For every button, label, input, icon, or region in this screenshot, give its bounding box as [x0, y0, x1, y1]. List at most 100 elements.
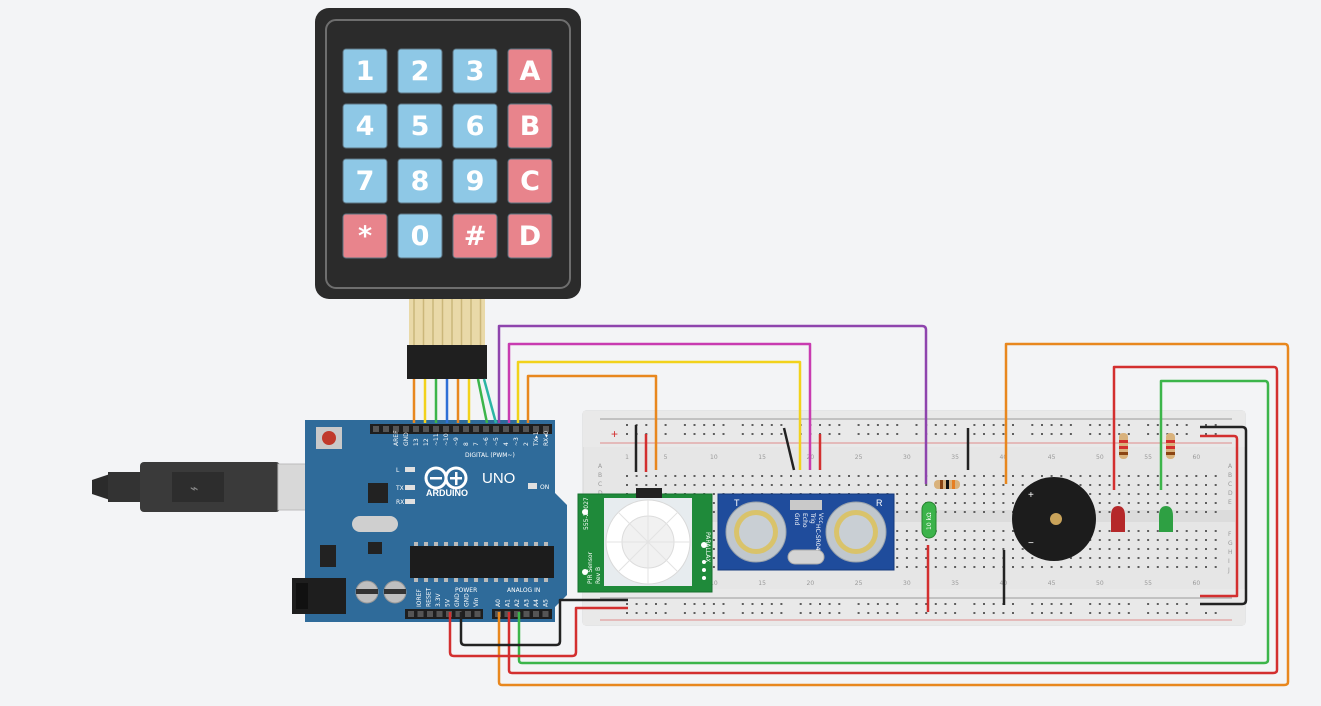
- power-header: [405, 609, 483, 619]
- key-0[interactable]: 0: [397, 213, 443, 259]
- atmega-chip: [410, 546, 554, 578]
- bb-col-number: 15: [758, 580, 766, 587]
- digital-label: DIGITAL (PWM~): [465, 452, 515, 459]
- key-9[interactable]: 9: [452, 158, 498, 204]
- led-red[interactable]: [1111, 506, 1125, 532]
- arduino-logo-icon: [424, 466, 468, 490]
- arduino-brand: ARDUINO: [426, 488, 468, 498]
- us-pin-label: Trig: [809, 512, 816, 524]
- digital-pin-label: ~10: [443, 433, 450, 446]
- key-label: #: [464, 221, 487, 252]
- analog-pin-label: A2: [514, 599, 521, 607]
- buzzer-minus-label: −: [1028, 538, 1034, 549]
- bb-col-number: 15: [758, 454, 766, 461]
- key-label: 4: [356, 111, 375, 142]
- digital-pin-label: ~11: [433, 433, 440, 446]
- digital-pin-label: GND: [403, 432, 410, 446]
- analog-pin-label: A0: [495, 599, 502, 607]
- key-star[interactable]: *: [342, 213, 388, 259]
- resistor-red-led[interactable]: [1119, 433, 1128, 459]
- pir-label-right: PARALLAX: [704, 532, 711, 562]
- digital-pin-label: TX▸1: [533, 431, 540, 447]
- digital-pin-label: RX◂0: [543, 431, 550, 446]
- key-label: 3: [466, 56, 485, 87]
- key-label: 5: [411, 111, 430, 142]
- bb-col-number: 55: [1144, 454, 1152, 461]
- key-7[interactable]: 7: [342, 158, 388, 204]
- key-label: C: [520, 166, 540, 197]
- key-label: 6: [466, 111, 485, 142]
- power-pin-label: RESET: [426, 587, 433, 607]
- bb-col-number: 50: [1096, 580, 1104, 587]
- bb-col-number: 10: [710, 580, 718, 587]
- status-led-label: L: [396, 467, 400, 474]
- key-5[interactable]: 5: [397, 103, 443, 149]
- rail-plus-label: +: [611, 427, 618, 441]
- power-pin-label: 3.3V: [435, 592, 442, 607]
- photoresistor[interactable]: 10 kΩ: [921, 501, 937, 539]
- key-4[interactable]: 4: [342, 103, 388, 149]
- bb-col-number: 5: [664, 454, 668, 461]
- bb-row-letter: A: [1228, 463, 1233, 470]
- key-b[interactable]: B: [507, 103, 553, 149]
- key-label: 9: [466, 166, 485, 197]
- key-label: 7: [356, 166, 375, 197]
- crystal: [352, 516, 398, 532]
- digital-pin-label: 2: [523, 442, 530, 446]
- power-pin-label: GND: [454, 593, 461, 607]
- bb-row-letter: C: [1228, 481, 1232, 488]
- digital-pin-label: ~3: [513, 437, 520, 446]
- power-pin-label: Vin: [473, 597, 480, 607]
- bb-row-letter: I: [1228, 558, 1230, 565]
- digital-pin-label: ~5: [493, 437, 500, 446]
- key-label: A: [520, 56, 541, 87]
- digital-pin-label: 8: [463, 442, 470, 446]
- pir-label-rev: Rev B: [595, 567, 602, 584]
- analog-pin-label: A4: [533, 599, 540, 607]
- key-label: B: [520, 111, 541, 142]
- digital-pin-label: 7: [473, 442, 480, 446]
- wires: [412, 324, 1290, 687]
- pir-sensor[interactable]: 555-28027 PIR Sensor Rev B PARALLAX: [577, 488, 713, 593]
- key-a[interactable]: A: [507, 48, 553, 94]
- digital-pin-label: AREF: [393, 430, 400, 446]
- buzzer-plus-label: +: [1028, 490, 1034, 501]
- buzzer[interactable]: + −: [1012, 477, 1096, 561]
- key-3[interactable]: 3: [452, 48, 498, 94]
- bb-row-letter: B: [598, 472, 602, 479]
- bb-col-number: 25: [855, 580, 863, 587]
- resistor-green-led[interactable]: [1166, 433, 1175, 459]
- photoresistor-label: 10 kΩ: [926, 512, 933, 530]
- key-c[interactable]: C: [507, 158, 553, 204]
- power-pin-label: 5V: [445, 598, 452, 607]
- analog-pin-label: A3: [524, 599, 531, 607]
- digital-header: [370, 424, 552, 434]
- us-pin-label: Vcc: [817, 513, 824, 524]
- pir-label-side: PIR Sensor: [587, 551, 594, 584]
- key-8[interactable]: 8: [397, 158, 443, 204]
- resistor-horizontal[interactable]: [934, 480, 960, 489]
- bb-row-letter: A: [598, 463, 603, 470]
- key-hash[interactable]: #: [452, 213, 498, 259]
- hcsr04-model: HC-SR04: [814, 524, 821, 551]
- key-6[interactable]: 6: [452, 103, 498, 149]
- key-d[interactable]: D: [507, 213, 553, 259]
- status-led-label: RX: [396, 499, 404, 506]
- bb-col-number: 35: [951, 454, 959, 461]
- analog-header: [492, 609, 552, 619]
- key-1[interactable]: 1: [342, 48, 388, 94]
- key-label: 2: [411, 56, 430, 87]
- analog-pin-label: A1: [505, 599, 512, 607]
- power-pin-label: GND: [464, 593, 471, 607]
- bb-row-letter: F: [1228, 531, 1232, 538]
- led-green[interactable]: [1159, 506, 1173, 532]
- usb-chip: [368, 483, 388, 503]
- key-2[interactable]: 2: [397, 48, 443, 94]
- bb-col-number: 20: [807, 580, 815, 587]
- svg-text:T: T: [734, 498, 740, 508]
- bb-col-number: 60: [1193, 454, 1201, 461]
- digital-pin-label: ~9: [453, 437, 460, 446]
